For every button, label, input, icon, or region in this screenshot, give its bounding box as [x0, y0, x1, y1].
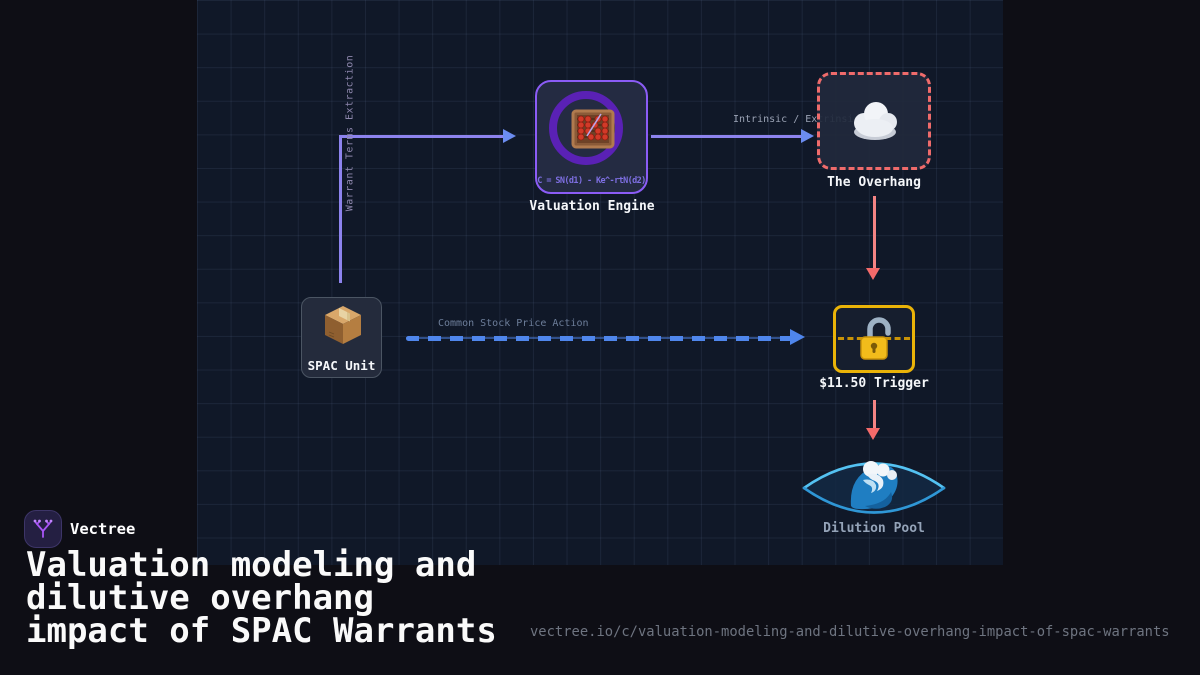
unlocked-padlock-icon: [860, 317, 891, 360]
title-line-1: Valuation modeling and: [26, 545, 477, 585]
node-label-spac-unit: SPAC Unit: [307, 358, 376, 373]
arrowhead-right-icon: [801, 129, 814, 143]
node-label-the-overhang: The Overhang: [827, 175, 921, 190]
arrowhead-right-icon: [790, 329, 805, 345]
node-label-trigger: $11.50 Trigger: [819, 376, 929, 391]
edge-warrant-terms-horizontal: [339, 135, 505, 138]
edge-label-intrinsic-extrinsic: Intrinsic / Extrinsic Value: [733, 114, 896, 125]
node-spac-unit: SPAC Unit: [301, 297, 382, 378]
purple-ring: [549, 91, 623, 165]
title-line-3: impact of SPAC Warrants: [26, 611, 497, 651]
edge-common-stock-dashed: [406, 336, 792, 341]
package-icon: [325, 306, 361, 344]
node-label-valuation-engine: Valuation Engine: [529, 199, 655, 214]
page-url: vectree.io/c/valuation-modeling-and-dilu…: [530, 624, 1170, 640]
wave-icon: [850, 461, 898, 510]
edge-trigger-to-pool: [873, 400, 876, 430]
node-valuation-engine: C = SN(d1) - Ke^-rtN(d2): [535, 80, 648, 194]
abacus-icon: [571, 109, 615, 149]
vectree-logo-icon: [33, 519, 53, 538]
edge-label-common-stock: Common Stock Price Action: [438, 318, 589, 329]
node-the-overhang: [817, 72, 931, 170]
brand-name: Vectree: [70, 520, 136, 538]
title-line-2: dilutive overhang: [26, 578, 374, 618]
cloud-icon: [854, 102, 897, 140]
arrowhead-right-icon: [503, 129, 516, 143]
edge-label-warrant-terms: Warrant Terms Extraction: [344, 54, 356, 212]
arrowhead-down-icon: [866, 428, 880, 440]
node-label-dilution-pool: Dilution Pool: [823, 521, 925, 536]
node-trigger: [833, 305, 915, 373]
vectree-logo: [24, 510, 62, 548]
edge-overhang-to-trigger: [873, 196, 876, 270]
black-scholes-formula: C = SN(d1) - Ke^-rtN(d2): [537, 176, 646, 186]
edge-intrinsic-extrinsic: [651, 135, 803, 138]
edge-warrant-terms-vertical: [339, 136, 342, 283]
page-title: Valuation modeling and dilutive overhang…: [26, 545, 546, 651]
arrowhead-down-icon: [866, 268, 880, 280]
